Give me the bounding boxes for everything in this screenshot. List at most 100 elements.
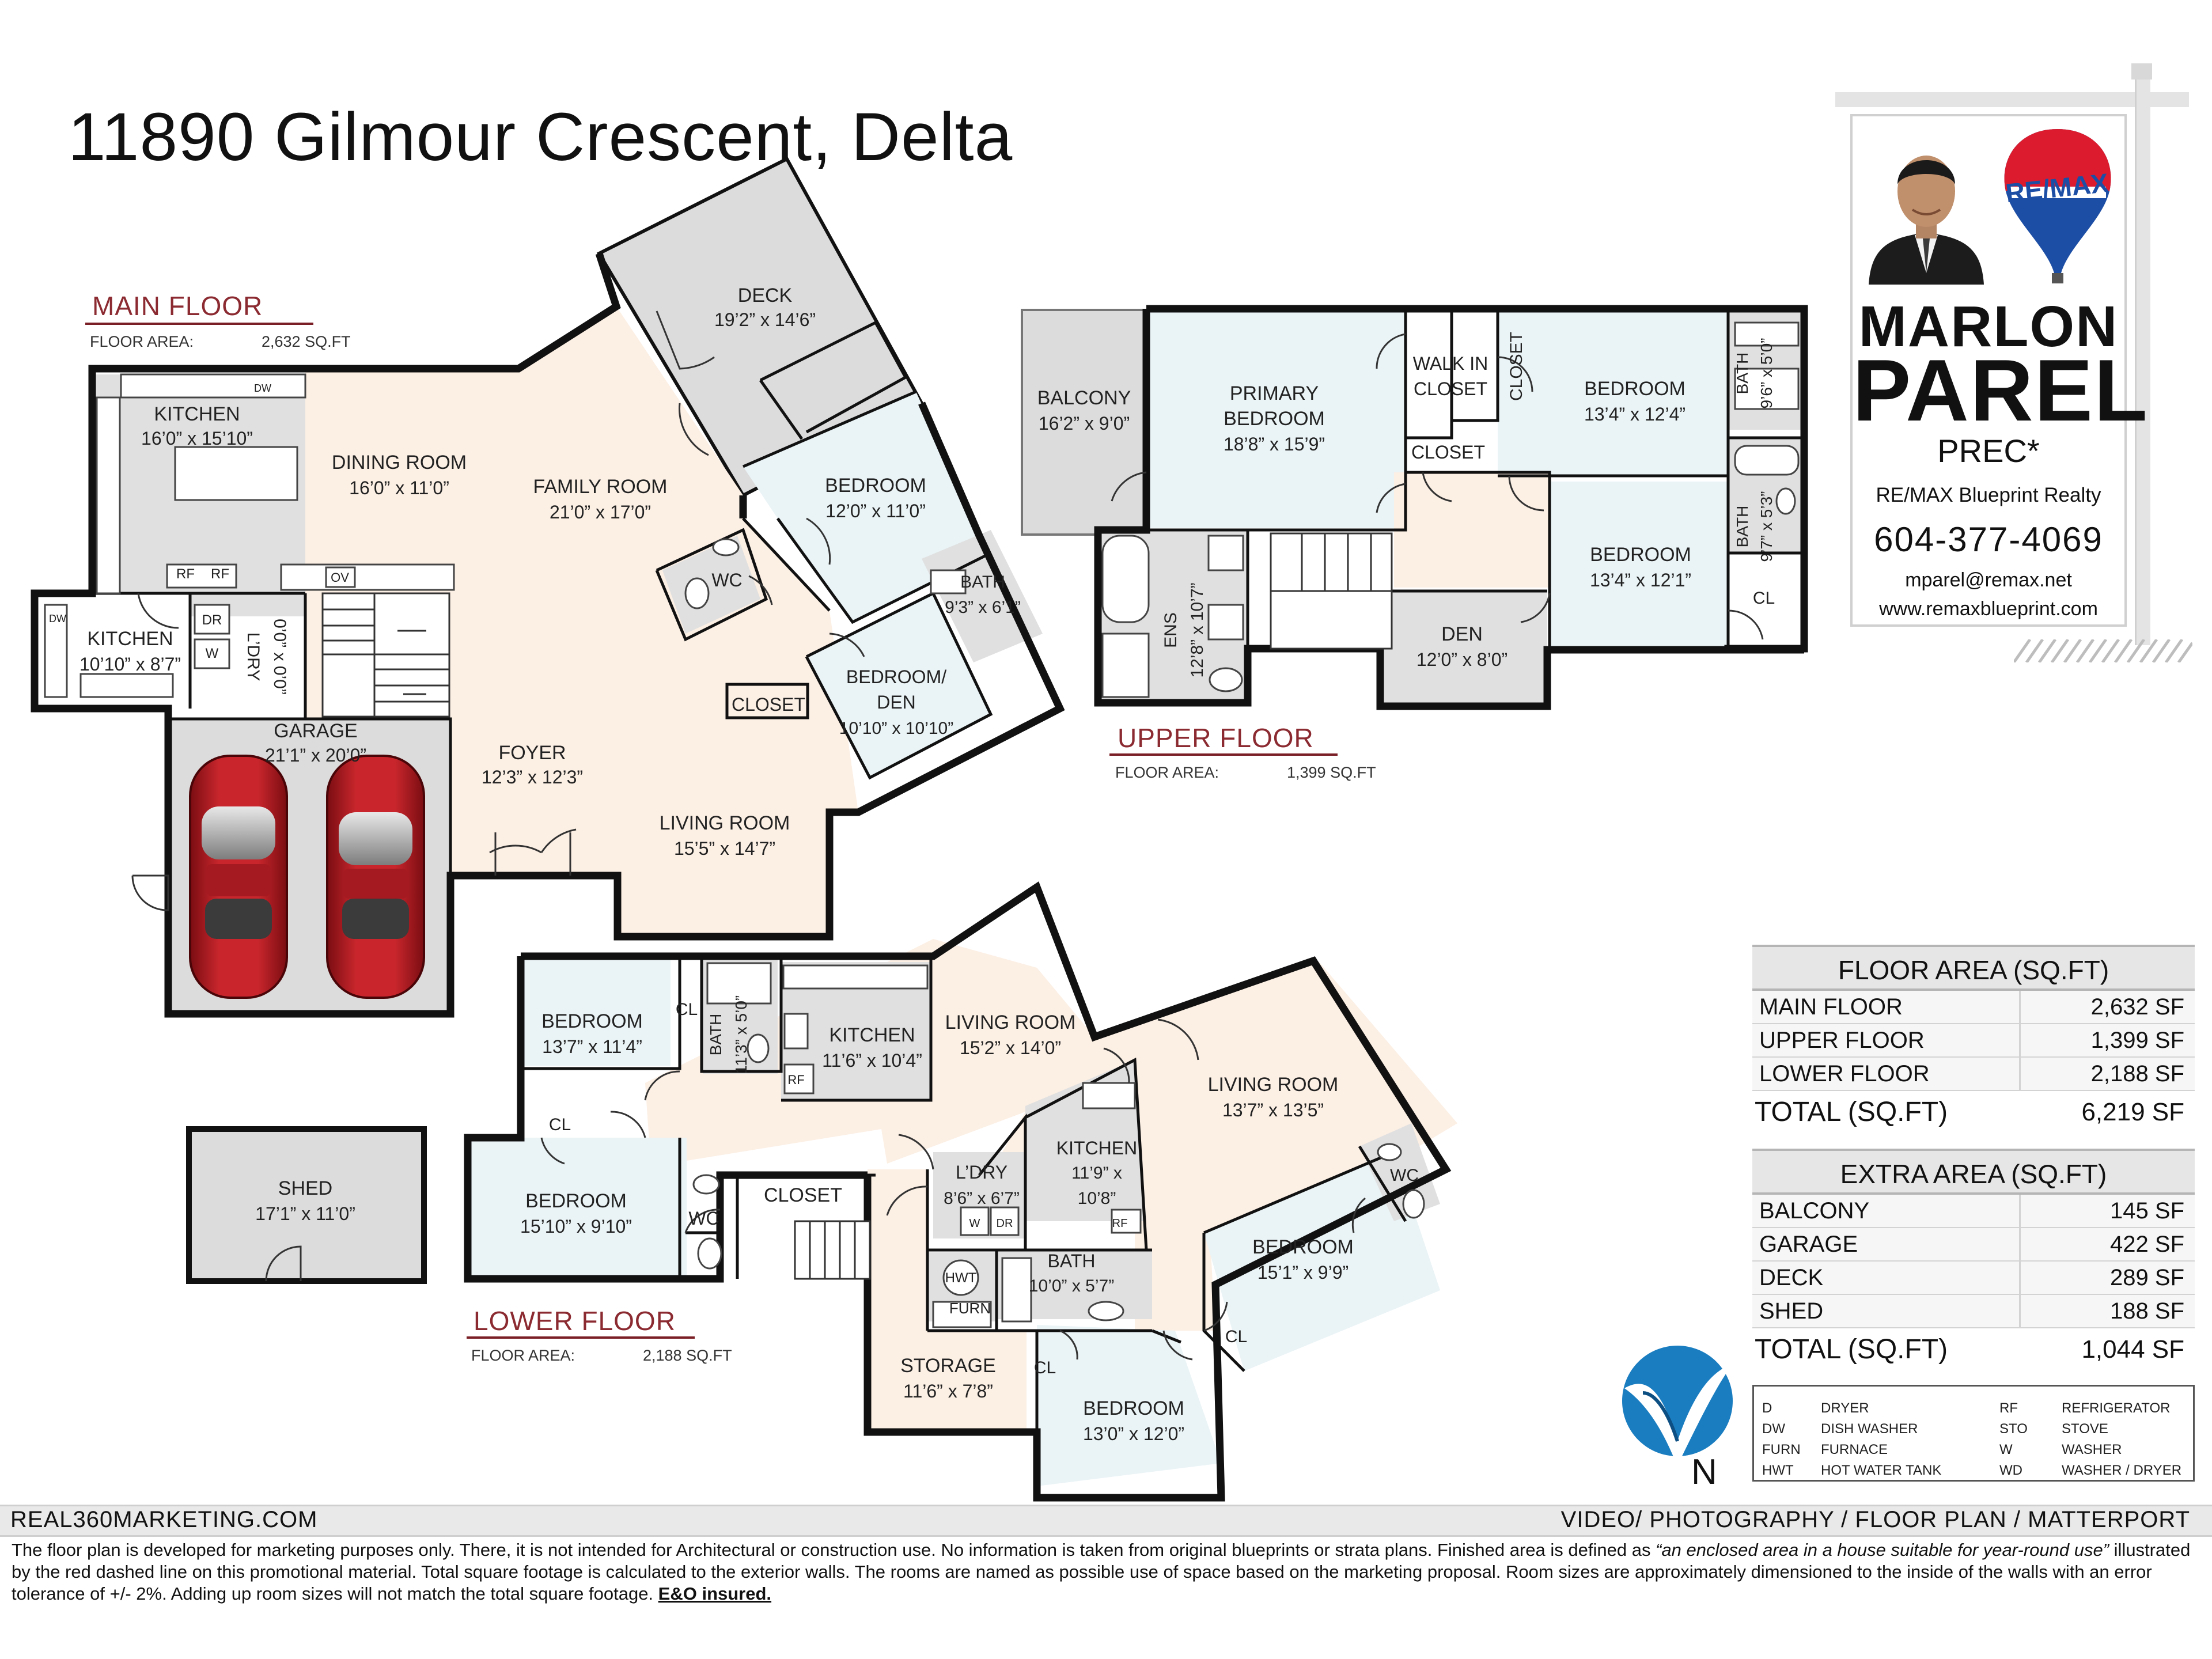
room-label-ensuite: ENS 12’8” x 10’7” <box>1161 582 1207 677</box>
room-size: 9’7” x 5’3” <box>1758 491 1775 562</box>
room-label-primary-bedroom: PRIMARY BEDROOM 18’8” x 15’9” <box>1224 382 1325 454</box>
room-name-2: CLOSET <box>1414 378 1487 399</box>
total-label: TOTAL (SQ.FT) <box>1755 1097 1948 1127</box>
room-size: 9’3” x 6’1” <box>945 598 1021 617</box>
agent-company: RE/MAX Blueprint Realty <box>1876 484 2101 506</box>
room-label-foyer: FOYER 12’3” x 12’3” <box>482 742 583 787</box>
upper-floor-label: UPPER FLOOR <box>1118 723 1314 753</box>
room-size: 19’2” x 14’6” <box>714 309 816 330</box>
room-name: KITCHEN <box>154 403 240 425</box>
lower-floor-plan <box>186 881 1457 1502</box>
legend-abbr: HWT <box>1762 1463 1794 1478</box>
room-name: SHED <box>278 1177 332 1199</box>
row-value: 188 SF <box>2110 1298 2184 1324</box>
room-name: BEDROOM <box>1590 544 1691 566</box>
room-label-upper-bedroom-1: BEDROOM 13’4” x 12’4” <box>1584 378 1685 425</box>
room-size-2: 10’8” <box>1078 1189 1116 1208</box>
room-label-lower-cl-4: CL <box>1225 1327 1247 1346</box>
floor-area-total: TOTAL (SQ.FT) 6,219 SF <box>1752 1091 2195 1134</box>
disclaimer-quote: “an enclosed area in a house suitable fo… <box>1656 1540 2109 1560</box>
room-size: 13’0” x 12’0” <box>1083 1423 1184 1444</box>
room-size: 21’1” x 20’0” <box>265 745 366 766</box>
tag-refrigerator-4: RF <box>1112 1217 1128 1230</box>
room-label-wok-kitchen: KITCHEN 10’10” x 8’7” <box>79 628 181 675</box>
extra-area-heading: EXTRA AREA (SQ.FT) <box>1752 1149 2195 1195</box>
room-size: 10’0” x 5’7” <box>1029 1277 1114 1296</box>
row-value: 1,399 SF <box>2090 1028 2184 1053</box>
legend-abbr: STO <box>1999 1421 2028 1437</box>
legend-meaning: HOT WATER TANK <box>1821 1463 1942 1478</box>
room-size: 15’10” x 9’10” <box>520 1216 632 1237</box>
room-label-lower-living-1: LIVING ROOM 15’2” x 14’0” <box>945 1012 1076 1058</box>
room-name: PRIMARY <box>1230 382 1319 404</box>
agent-website[interactable]: www.remaxblueprint.com <box>1879 598 2098 620</box>
tag-dryer: DR <box>202 612 222 628</box>
car-left <box>189 755 288 999</box>
room-name: BATH <box>707 1014 725 1056</box>
room-label-main-living: LIVING ROOM 15’5” x 14’7” <box>660 812 790 859</box>
room-label-lower-laundry: L’DRY 8’6” x 6’7” <box>944 1162 1020 1208</box>
floor-area-value: 1,399 SQ.FT <box>1287 764 1376 781</box>
legend-abbr: FURN <box>1762 1442 1801 1457</box>
room-name: L’DRY <box>956 1162 1007 1183</box>
agent-phone[interactable]: 604-377-4069 <box>1874 520 2103 559</box>
room-name: BATH <box>1733 353 1751 395</box>
room-name: BALCONY <box>1037 387 1131 409</box>
main-floor-underline <box>85 323 313 325</box>
main-floor-plan <box>31 157 1065 1018</box>
room-size: 12’0” x 11’0” <box>825 501 926 521</box>
room-label-lower-wc-2: WC <box>1390 1166 1419 1185</box>
room-size: 18’8” x 15’9” <box>1224 434 1325 454</box>
upper-floor-plan <box>1021 305 1808 710</box>
room-size: 11’3” x 5’0” <box>732 995 750 1074</box>
tag-refrigerator-2: RF <box>211 566 229 582</box>
room-name: LIVING ROOM <box>945 1012 1076 1033</box>
room-name: BEDROOM <box>1584 378 1685 400</box>
room-size: 11’6” x 10’4” <box>822 1050 922 1071</box>
lower-floor-area: FLOOR AREA: 2,188 SQ.FT <box>471 1347 732 1365</box>
tag-washer: W <box>206 646 219 661</box>
footer-marketing-site[interactable]: REAL360MARKETING.COM <box>10 1507 318 1532</box>
row-value: 2,632 SF <box>2090 994 2184 1020</box>
room-name-2: DEN <box>877 692 916 713</box>
room-size: 0’0” x 0’0” <box>270 619 289 695</box>
disclaimer-text: The floor plan is developed for marketin… <box>12 1539 2200 1605</box>
room-label-upper-bath-2: BATH 9’7” x 5’3” <box>1733 491 1775 562</box>
legend-abbr: W <box>1999 1442 2013 1457</box>
room-label-main-bath: BATH 9’3” x 6’1” <box>945 573 1021 617</box>
tag-washer-2: W <box>969 1217 980 1230</box>
legend-meaning: WASHER <box>2062 1442 2122 1457</box>
room-label-lower-bath-1: BATH 11’3” x 5’0” <box>707 995 750 1074</box>
room-label-lower-bedroom-3: BEDROOM 15’1” x 9’9” <box>1252 1236 1354 1283</box>
total-value: 1,044 SF <box>2081 1335 2184 1363</box>
bedroom-den-fill <box>806 593 991 778</box>
row-label: MAIN FLOOR <box>1752 991 2021 1023</box>
row-value: 2,188 SF <box>2090 1061 2184 1086</box>
floor-plan-drawing: DECK 19’2” x 14’6” KITCHEN 16’0” x 15’10… <box>31 157 1808 1502</box>
room-label-lower-cl-3: CL <box>1034 1358 1056 1377</box>
agent-last-name: PAREL <box>1853 342 2149 440</box>
room-label-main-closet: CLOSET <box>732 694 805 715</box>
north-label: N <box>1691 1452 1717 1492</box>
agent-email[interactable]: mparel@remax.net <box>1905 569 2072 591</box>
agent-card: RE/MAX MARLON PAREL PREC* RE/MAX Bluepri… <box>1850 114 2149 627</box>
row-value: 422 SF <box>2110 1232 2184 1257</box>
room-name: ENS <box>1161 612 1180 648</box>
floor-area-table: FLOOR AREA (SQ.FT) MAIN FLOOR 2,632 SF U… <box>1752 945 2195 1134</box>
room-label-lower-bedroom-1: BEDROOM 13’7” x 11’4” <box>541 1010 643 1057</box>
room-label-family-room: FAMILY ROOM 21’0” x 17’0” <box>533 476 667 522</box>
room-name: BEDROOM/ <box>846 666 946 687</box>
room-label-upper-bath-1: BATH 9’6” x 5’0” <box>1733 338 1775 409</box>
room-label-upper-den: DEN 12’0” x 8’0” <box>1416 623 1508 670</box>
tag-hot-water-tank: HWT <box>945 1270 977 1286</box>
table-row: SHED 188 SF <box>1752 1295 2195 1328</box>
room-size: 13’4” x 12’4” <box>1584 404 1685 425</box>
room-name-2: BEDROOM <box>1224 408 1325 430</box>
room-label-main-wc: WC <box>711 570 742 590</box>
room-label-dining-room: DINING ROOM 16’0” x 11’0” <box>332 452 467 498</box>
row-label: GARAGE <box>1752 1228 2021 1260</box>
room-name: FOYER <box>498 742 566 764</box>
room-label-lower-kitchen-1: KITCHEN 11’6” x 10’4” <box>822 1024 922 1071</box>
extra-area-total: TOTAL (SQ.FT) 1,044 SF <box>1752 1328 2195 1371</box>
room-label-walk-in-closet: WALK IN CLOSET <box>1413 353 1488 399</box>
